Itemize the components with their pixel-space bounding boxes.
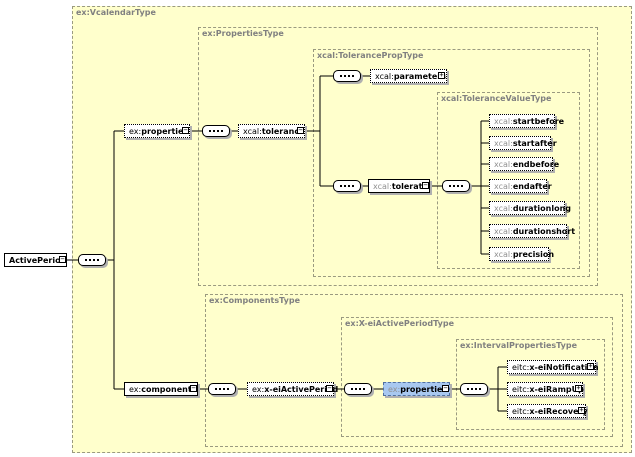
endbefore-node[interactable]: xcal:endbefore bbox=[489, 157, 559, 171]
endafter-node[interactable]: xcal:endafter bbox=[489, 179, 552, 193]
x-ei-recovery-node[interactable]: eitc:x-eiRecovery bbox=[507, 404, 588, 418]
region-title: ex:X-eiActivePeriodType bbox=[345, 319, 455, 328]
expand-toggle[interactable]: + bbox=[587, 362, 594, 370]
node-label: tolerate bbox=[391, 181, 428, 191]
inner-properties-node[interactable]: ex:properties bbox=[383, 382, 450, 396]
node-prefix: xcal: bbox=[373, 181, 392, 191]
node-prefix: ex: bbox=[129, 126, 142, 136]
node-label: endafter bbox=[512, 181, 552, 191]
node-prefix: xcal: bbox=[494, 181, 513, 191]
node-prefix: xcal: bbox=[494, 226, 513, 236]
sequence-compositor bbox=[333, 180, 361, 192]
collapse-toggle[interactable]: − bbox=[190, 384, 197, 392]
sequence-compositor bbox=[344, 383, 372, 395]
node-label: durationlong bbox=[512, 203, 571, 213]
x-ei-notification-node[interactable]: eitc:x-eiNotification bbox=[507, 360, 599, 374]
sequence-compositor bbox=[442, 180, 470, 192]
collapse-toggle[interactable]: − bbox=[326, 384, 333, 392]
durationlong-node[interactable]: xcal:durationlong bbox=[489, 201, 571, 215]
node-prefix: xcal: bbox=[494, 116, 513, 126]
x-ei-active-period-node[interactable]: ex:x-eiActivePeriod bbox=[247, 382, 338, 396]
node-label: x-eiRecovery bbox=[529, 406, 588, 416]
node-label: endbefore bbox=[512, 159, 560, 169]
node-label: properties bbox=[141, 126, 189, 136]
node-label: startafter bbox=[512, 138, 557, 148]
node-prefix: xcal: bbox=[494, 138, 513, 148]
collapse-toggle[interactable]: − bbox=[59, 255, 66, 263]
sequence-compositor bbox=[208, 383, 236, 395]
components-node[interactable]: ex:components bbox=[124, 382, 198, 396]
node-label: tolerance bbox=[261, 126, 305, 136]
node-prefix: eitc: bbox=[512, 362, 530, 372]
node-label: x-eiActivePeriod bbox=[264, 384, 339, 394]
collapse-toggle[interactable]: − bbox=[182, 126, 189, 134]
startbefore-node[interactable]: xcal:startbefore bbox=[489, 114, 564, 128]
node-prefix: ex: bbox=[129, 384, 142, 394]
x-ei-ramp-up-node[interactable]: eitc:x-eiRampUp bbox=[507, 382, 584, 396]
node-prefix: xcal: bbox=[494, 203, 513, 213]
collapse-toggle[interactable]: − bbox=[297, 126, 304, 134]
node-label: x-eiNotification bbox=[529, 362, 599, 372]
sequence-compositor bbox=[460, 383, 488, 395]
expand-toggle[interactable]: + bbox=[575, 384, 582, 392]
expand-toggle[interactable]: + bbox=[438, 71, 445, 79]
node-label: parameters bbox=[393, 71, 446, 81]
node-prefix: eitc: bbox=[512, 384, 530, 394]
node-prefix: xcal: bbox=[494, 249, 513, 259]
region-title: ex:PropertiesType bbox=[202, 29, 284, 38]
node-prefix: eitc: bbox=[512, 406, 530, 416]
region-title: ex:IntervalPropertiesType bbox=[460, 341, 578, 350]
startafter-node[interactable]: xcal:startafter bbox=[489, 136, 557, 150]
region-title: xcal:TolerancePropType bbox=[317, 51, 424, 60]
node-prefix: xcal: bbox=[243, 126, 262, 136]
tolerance-node[interactable]: xcal:tolerance bbox=[238, 124, 305, 138]
sequence-compositor bbox=[202, 125, 230, 137]
durationshort-node[interactable]: xcal:durationshort bbox=[489, 224, 575, 238]
node-prefix: xcal: bbox=[494, 159, 513, 169]
node-label: durationshort bbox=[512, 226, 576, 236]
node-label: x-eiRampUp bbox=[529, 384, 584, 394]
node-label: properties bbox=[400, 384, 448, 394]
node-prefix: ex: bbox=[252, 384, 265, 394]
collapse-toggle[interactable]: − bbox=[442, 384, 449, 392]
active-period-node[interactable]: ActivePeriod bbox=[4, 253, 67, 267]
parameters-node[interactable]: xcal:parameters bbox=[370, 69, 447, 83]
sequence-compositor bbox=[78, 254, 106, 266]
ex-properties-node[interactable]: ex:properties bbox=[124, 124, 190, 138]
node-prefix: ex: bbox=[388, 384, 401, 394]
expand-toggle[interactable]: + bbox=[578, 406, 585, 414]
node-prefix: xcal: bbox=[375, 71, 394, 81]
node-label: precision bbox=[512, 249, 555, 259]
region-title: xcal:ToleranceValueType bbox=[441, 94, 552, 103]
choice-compositor bbox=[333, 70, 361, 82]
collapse-toggle[interactable]: − bbox=[422, 181, 429, 189]
tolerate-node[interactable]: xcal:tolerate bbox=[368, 179, 430, 193]
node-label: ActivePeriod bbox=[9, 255, 67, 265]
node-label: startbefore bbox=[512, 116, 565, 126]
node-label: components bbox=[141, 384, 197, 394]
region-title: ex:VcalendarType bbox=[76, 8, 156, 17]
region-title: ex:ComponentsType bbox=[209, 296, 300, 305]
precision-node[interactable]: xcal:precision bbox=[489, 247, 554, 261]
